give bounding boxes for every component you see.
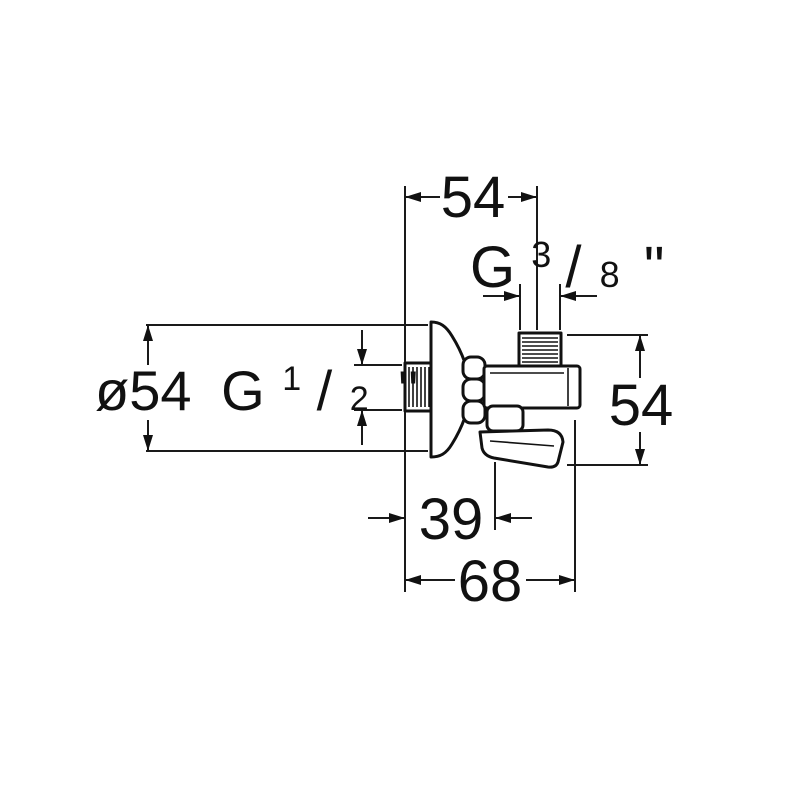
inlet-thread xyxy=(403,361,434,413)
inlet-thread-inch: " xyxy=(398,359,418,422)
dimension-outlet-offset: 54 xyxy=(405,165,537,230)
outlet-thread-inch: " xyxy=(644,235,665,300)
outlet-thread-letter: G xyxy=(470,235,515,300)
dimension-handle-depth: 39 xyxy=(368,487,532,552)
inlet-thread-slash: / xyxy=(317,359,333,422)
dim-overall-depth-label: 68 xyxy=(458,549,523,614)
outlet-thread-slash: / xyxy=(565,235,582,300)
handle-lever xyxy=(478,404,565,469)
dim-outlet-offset-label: 54 xyxy=(441,165,506,230)
flange-diameter: ø54 xyxy=(95,359,192,422)
dimension-height: 54 xyxy=(609,335,674,465)
outlet-thread-numerator: 3 xyxy=(531,234,551,275)
valve-housing xyxy=(482,364,582,410)
valve-body-drawing xyxy=(403,320,582,469)
dim-handle-depth-value: 39 xyxy=(419,487,484,552)
hex-nut xyxy=(461,355,487,425)
inlet-thread-numerator: 1 xyxy=(282,360,301,398)
inlet-thread-letter: G xyxy=(221,359,265,422)
dim-height-label: 54 xyxy=(609,373,674,438)
dimension-overall-depth: 68 xyxy=(405,549,575,614)
inlet-label: ø54 G 1 / 2 " xyxy=(95,339,418,422)
outlet-thread-denominator: 8 xyxy=(600,254,620,295)
dimension-outlet-thread: G 3 / 8 " xyxy=(470,215,664,301)
dim-overall-depth-value: 68 xyxy=(458,549,523,614)
inlet-thread-denominator: 2 xyxy=(350,380,369,418)
outlet-fitting xyxy=(517,331,563,368)
extension-lines xyxy=(146,186,648,592)
outlet-thread-label: G 3 / 8 " xyxy=(470,215,664,300)
dim-height-value: 54 xyxy=(609,373,674,438)
dimension-inlet: ø54 G 1 / 2 " xyxy=(95,325,418,451)
dim-handle-depth-label: 39 xyxy=(419,487,484,552)
dim-outlet-offset-value: 54 xyxy=(441,165,506,230)
